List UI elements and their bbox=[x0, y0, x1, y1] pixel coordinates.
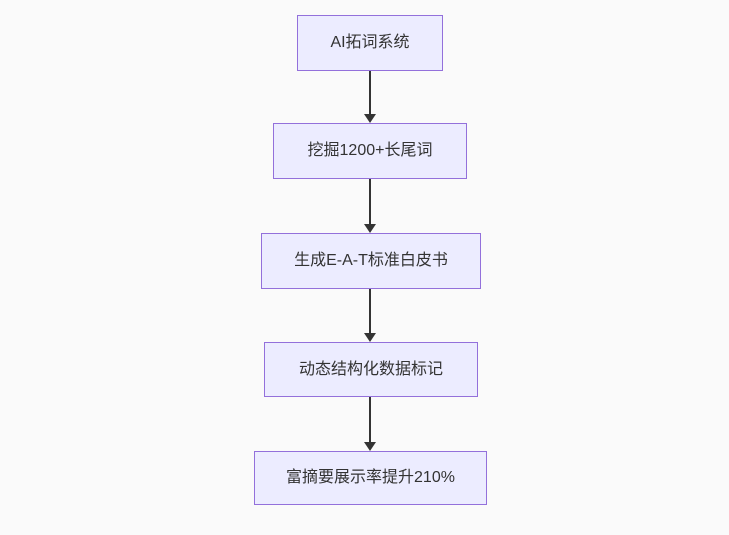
node-label: 挖掘1200+长尾词 bbox=[307, 142, 433, 160]
flow-arrow-down bbox=[364, 397, 376, 451]
flow-arrow-down bbox=[364, 179, 376, 233]
node-label: 生成E-A-T标准白皮书 bbox=[294, 252, 448, 270]
flow-arrow-down bbox=[364, 289, 376, 342]
flow-node-rich-snippet-result: 富摘要展示率提升210% bbox=[254, 451, 487, 505]
arrow-line bbox=[369, 397, 371, 447]
flow-arrow-down bbox=[364, 71, 376, 123]
node-label: 富摘要展示率提升210% bbox=[286, 469, 455, 487]
flow-node-ai-word-system: AI拓词系统 bbox=[297, 15, 443, 71]
arrow-line bbox=[369, 71, 371, 119]
arrowhead-icon bbox=[364, 333, 376, 342]
arrow-line bbox=[369, 289, 371, 338]
arrowhead-icon bbox=[364, 442, 376, 451]
node-label: AI拓词系统 bbox=[330, 34, 410, 52]
flow-node-structured-data: 动态结构化数据标记 bbox=[264, 342, 478, 397]
flow-node-eat-whitepaper: 生成E-A-T标准白皮书 bbox=[261, 233, 481, 289]
arrowhead-icon bbox=[364, 224, 376, 233]
arrowhead-icon bbox=[364, 114, 376, 123]
node-label: 动态结构化数据标记 bbox=[298, 360, 443, 378]
flow-node-longtail-mining: 挖掘1200+长尾词 bbox=[273, 123, 467, 179]
arrow-line bbox=[369, 179, 371, 229]
